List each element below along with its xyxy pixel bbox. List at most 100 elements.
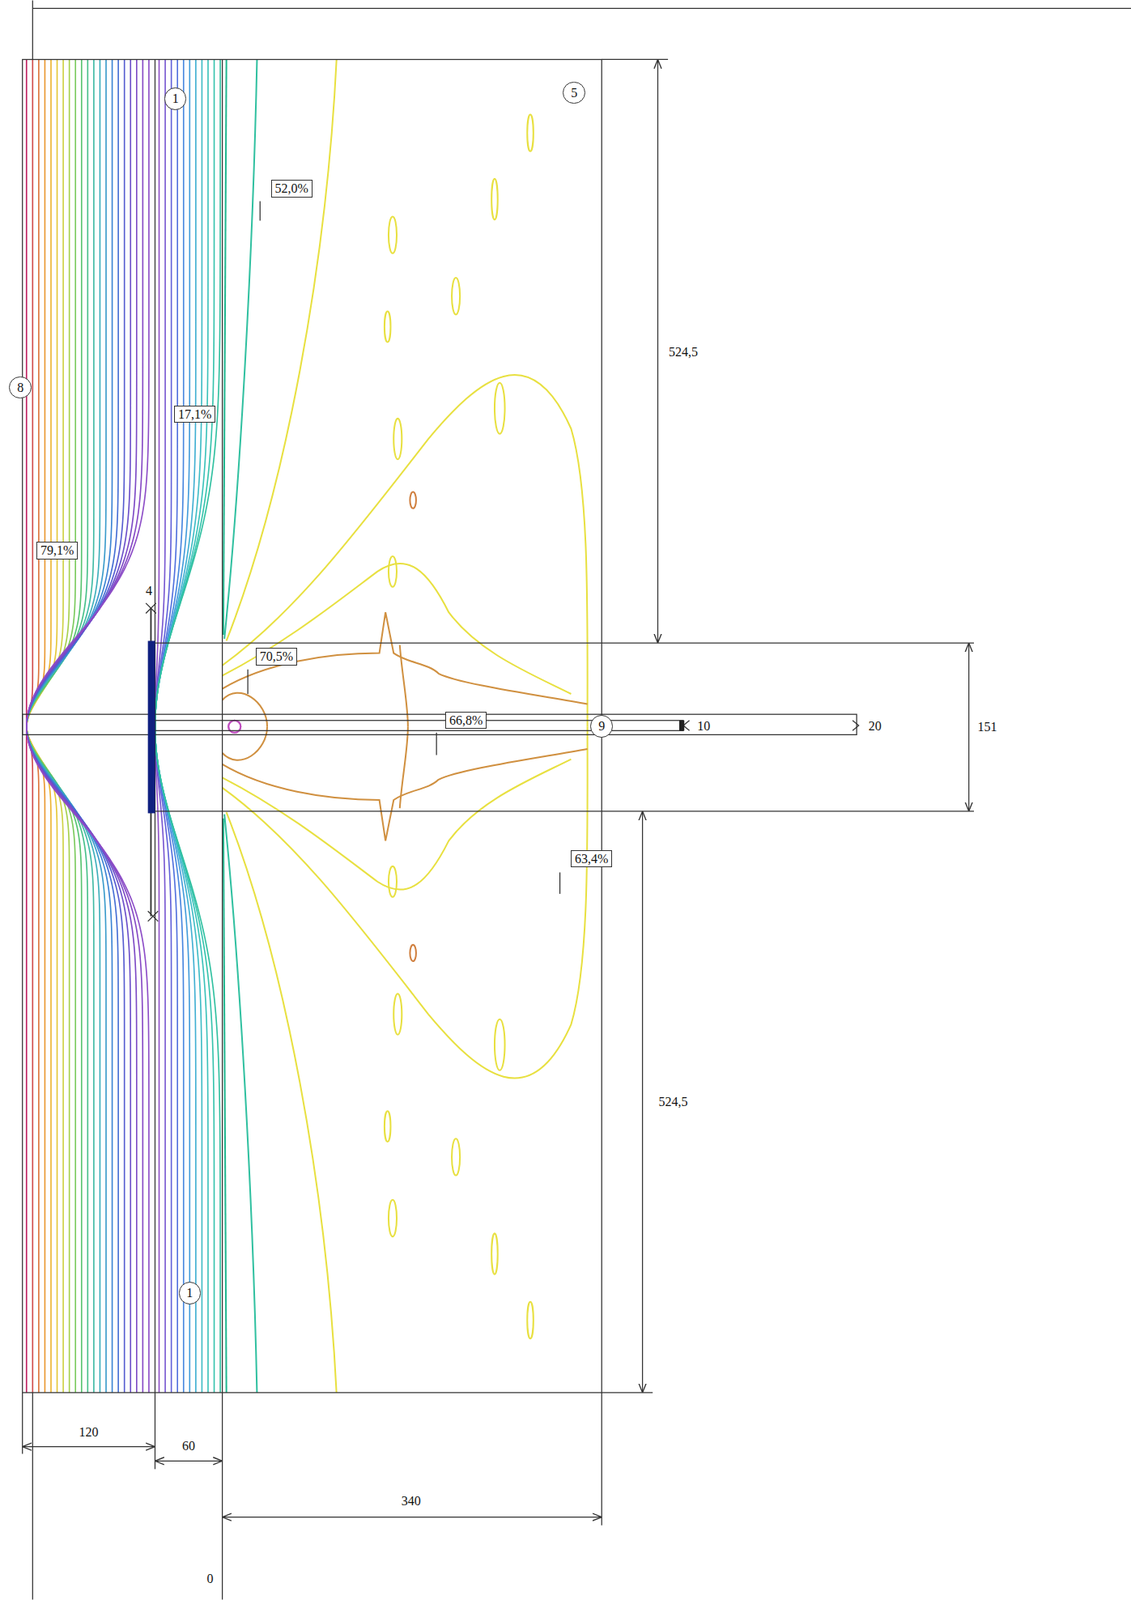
isoline — [26, 59, 64, 1392]
isoline — [26, 59, 149, 1392]
isoline — [154, 59, 208, 1392]
callout-text: 5 — [570, 85, 578, 101]
callout-text: 1 — [172, 91, 179, 107]
isoline — [26, 59, 88, 1392]
value-text: 70,5% — [259, 649, 294, 664]
contour-half — [222, 59, 588, 732]
isoline — [226, 59, 337, 641]
dimension-line — [642, 811, 643, 1393]
isoline — [223, 59, 227, 634]
isoline — [26, 59, 125, 1392]
dimension-label: 10 — [695, 718, 712, 734]
point-label: 0 — [204, 1571, 215, 1586]
dimension-line — [154, 1460, 222, 1462]
isoline — [384, 311, 392, 343]
callout-number: 8 — [8, 376, 32, 400]
rod-end — [679, 720, 685, 732]
leader-line — [246, 669, 248, 694]
dimension-label: 524,5 — [667, 344, 700, 360]
isoline — [26, 59, 137, 1392]
callout-text: 1 — [186, 1285, 193, 1301]
axis-line — [221, 1392, 223, 1600]
isoline — [154, 59, 190, 1392]
isoline — [26, 59, 46, 1392]
isoline — [388, 216, 397, 253]
callout-text: 9 — [598, 718, 605, 734]
value-box: 66,8% — [445, 711, 487, 730]
isoline — [222, 693, 268, 727]
isoline — [154, 59, 214, 1392]
isoline — [26, 59, 58, 1392]
slab-edge — [153, 810, 974, 812]
isoline — [154, 59, 221, 1392]
callout-number: 1 — [178, 1281, 202, 1305]
point-marker — [148, 910, 159, 922]
value-text: 52,0% — [275, 181, 309, 196]
isoline — [154, 59, 196, 1392]
isoline — [26, 59, 52, 1392]
value-text: 79,1% — [40, 543, 74, 558]
isoline — [491, 178, 498, 220]
isoline-group — [26, 59, 221, 1392]
dimension-line — [222, 1516, 603, 1518]
extension-line — [154, 1392, 156, 1469]
dimension-label: 151 — [975, 719, 999, 735]
isoline — [26, 59, 70, 1392]
dimension-label: 524,5 — [656, 1094, 689, 1110]
isoline — [224, 59, 257, 639]
callout-text: 8 — [17, 380, 24, 396]
extension-line — [601, 1392, 603, 1526]
dimension-label: 60 — [180, 1438, 197, 1454]
value-text: 17,1% — [178, 407, 212, 422]
point-marker — [145, 603, 157, 614]
isoline — [26, 59, 113, 1392]
bracket-plate — [148, 640, 156, 813]
isoline — [393, 418, 402, 460]
dimension-line — [22, 1445, 156, 1447]
leader-line — [559, 871, 561, 893]
value-box: 70,5% — [255, 647, 298, 666]
value-box: 52,0% — [271, 179, 313, 198]
isoline — [26, 59, 107, 1392]
leader-line — [259, 201, 261, 222]
extension-line — [601, 1391, 653, 1393]
dimension-label: 120 — [77, 1424, 101, 1440]
callout-number: 5 — [562, 81, 586, 105]
dimension-arrow — [852, 720, 859, 732]
value-box: 17,1% — [174, 405, 216, 424]
isoline — [154, 59, 171, 1392]
region-outline — [22, 59, 603, 1392]
value-text: 63,4% — [574, 851, 609, 867]
value-text: 66,8% — [449, 713, 483, 728]
isoline — [26, 59, 82, 1392]
frame-line — [32, 1392, 34, 1600]
isoline — [222, 374, 588, 727]
isoline — [26, 59, 39, 1392]
frame-line — [32, 8, 1131, 9]
isoline — [26, 59, 144, 1392]
isoline — [26, 59, 101, 1392]
isoline — [26, 59, 76, 1392]
rod-outline — [22, 714, 857, 735]
isoline — [26, 59, 119, 1392]
leader-line — [436, 732, 438, 756]
callout-number: 9 — [590, 714, 613, 738]
isoline — [388, 556, 397, 587]
dimension-label: 20 — [867, 718, 884, 734]
isoline — [26, 59, 33, 1392]
value-box: 63,4% — [570, 850, 613, 868]
construction-lines — [22, 0, 1131, 1599]
contour-half-mirror — [222, 720, 588, 1393]
dimension-label: 340 — [399, 1493, 423, 1509]
isoline — [154, 59, 202, 1392]
isoline — [26, 59, 94, 1392]
dimension-line — [968, 642, 970, 812]
value-box: 79,1% — [36, 541, 78, 560]
dimension-line — [657, 59, 659, 643]
slab-edge — [153, 642, 974, 643]
isoline — [154, 59, 183, 1392]
isoline — [409, 492, 417, 509]
isoline — [26, 59, 131, 1392]
